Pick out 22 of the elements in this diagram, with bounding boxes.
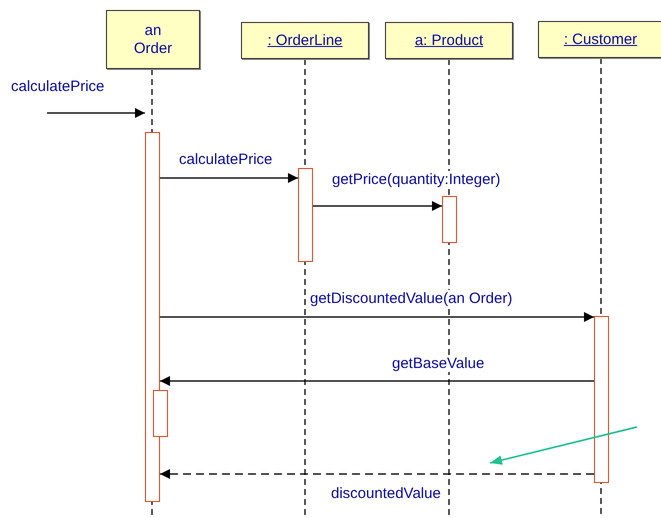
activation-bar	[298, 168, 313, 262]
edge-label: getBaseValue	[391, 355, 486, 372]
object-name: : Customer	[564, 30, 638, 48]
message-arrow	[160, 376, 594, 386]
object-box	[106, 10, 200, 69]
object-name: an Order	[132, 22, 174, 58]
object-box	[385, 22, 513, 59]
activation-bar	[145, 132, 160, 502]
activation-bar	[442, 196, 457, 243]
object-box	[241, 22, 369, 59]
activation-bar	[153, 390, 168, 437]
edge-label: getPrice(quantity:Integer)	[331, 171, 502, 188]
message-arrow	[47, 108, 145, 118]
message-arrow	[313, 201, 442, 211]
edge-label: getDiscountedValue(an Order)	[309, 290, 514, 307]
activation-bar	[594, 316, 609, 483]
message-arrow	[160, 312, 594, 322]
message-arrow	[160, 173, 298, 183]
return-message-arrow	[160, 469, 594, 479]
object-box	[538, 21, 661, 58]
object-name: : OrderLine	[267, 32, 343, 50]
object-name: a: Product	[414, 32, 484, 50]
